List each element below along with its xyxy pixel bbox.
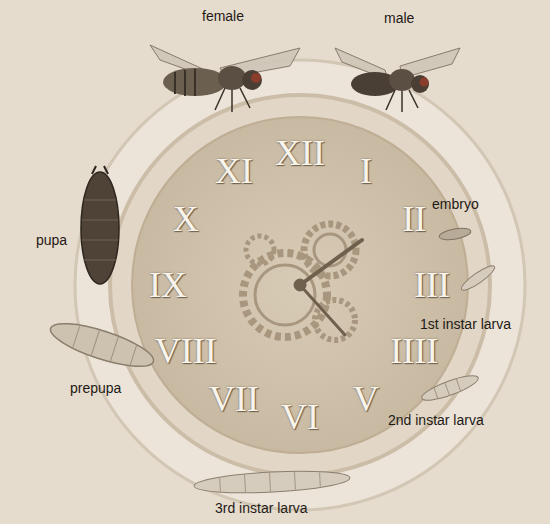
- stage-label: 2nd instar larva: [388, 412, 484, 428]
- stage-label: 3rd instar larva: [215, 500, 308, 516]
- female-fly: [150, 45, 300, 112]
- clock-numeral: II: [402, 198, 426, 240]
- clock-numeral: VI: [281, 396, 319, 438]
- second-instar-larva: [419, 371, 480, 405]
- male-fly: [335, 48, 460, 112]
- stage-label: prepupa: [70, 380, 121, 396]
- clock-numeral: IX: [149, 264, 187, 306]
- clock-face: [132, 117, 468, 453]
- clock-numeral: V: [353, 378, 379, 420]
- stage-label: male: [384, 10, 414, 26]
- clock-numeral: XI: [215, 150, 253, 192]
- pupa: [81, 166, 119, 284]
- stage-label: embryo: [432, 196, 479, 212]
- first-instar-larva: [459, 262, 498, 293]
- clock-numeral: VIII: [155, 330, 217, 372]
- embryo: [438, 226, 471, 241]
- third-instar-larva: [194, 468, 351, 496]
- clock-numeral: I: [360, 150, 372, 192]
- clock-gears: [243, 224, 356, 340]
- clock-numeral: XII: [275, 132, 325, 174]
- clock-ring: [110, 95, 490, 475]
- stage-label: female: [202, 8, 244, 24]
- clock-rim: [75, 60, 525, 510]
- clock-numeral: VII: [209, 378, 259, 420]
- stage-label: 1st instar larva: [420, 316, 511, 332]
- clock-numeral: IIII: [390, 330, 438, 372]
- prepupa: [46, 315, 157, 375]
- stage-label: pupa: [36, 232, 67, 248]
- clock-numeral: III: [414, 264, 450, 306]
- clock-hands: [294, 240, 362, 335]
- clock-numeral: X: [173, 198, 199, 240]
